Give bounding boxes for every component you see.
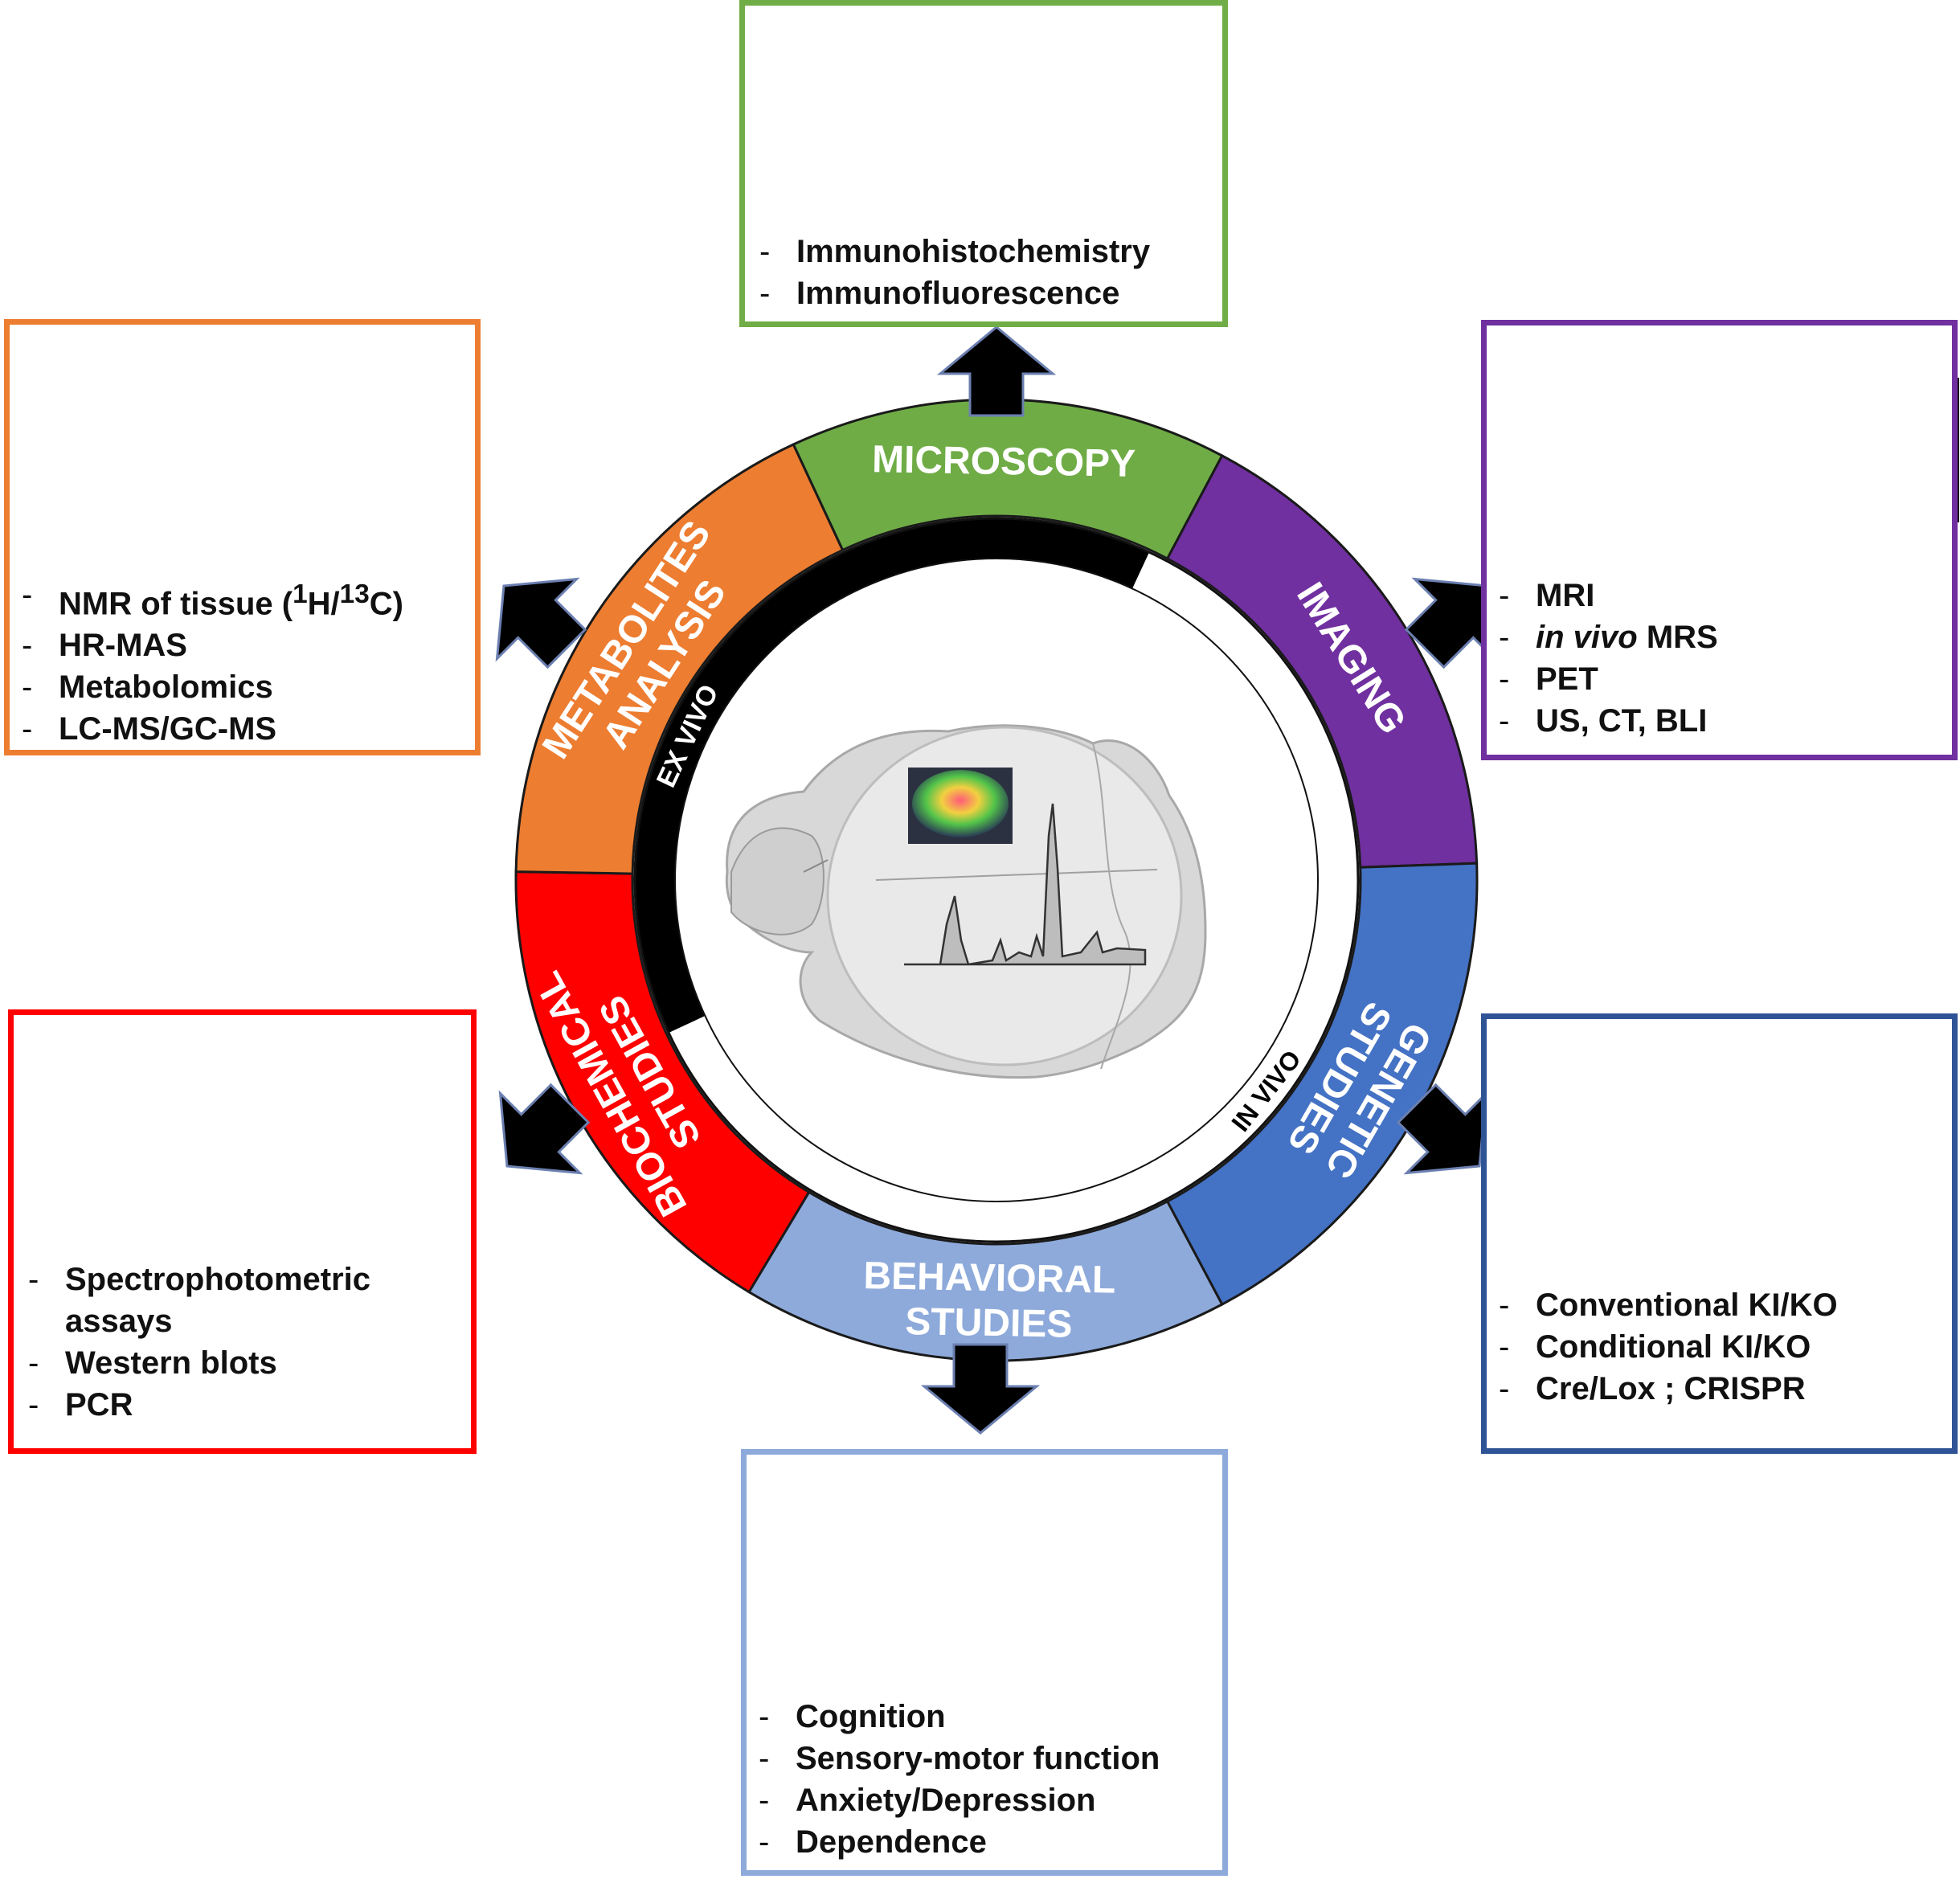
- genetic-item-text: Conditional KI/KO: [1536, 1329, 1811, 1365]
- imaging-item-text: in vivo MRS: [1536, 620, 1718, 655]
- arrow-shape: [920, 1343, 1041, 1435]
- ex-vivo-arc: [635, 518, 1150, 1034]
- microscopy-item-text: Immunofluorescence: [796, 276, 1120, 311]
- imaging-box: -MRI-in vivo MRS-PET-US, CT, BLI: [1481, 320, 1958, 760]
- metabolites-item-text: HR-MAS: [59, 628, 187, 664]
- imaging-item-text: MRI: [1536, 578, 1595, 613]
- behavioral-item: -Anxiety/Depression: [759, 1779, 1160, 1821]
- genetic-item-text: Cre/Lox ; CRISPR: [1536, 1371, 1806, 1406]
- metabolites-item: -HR-MAS: [22, 624, 403, 666]
- microscopy-item: -Immunofluorescence: [759, 272, 1150, 314]
- behavioral-item-text: Sensory-motor function: [796, 1741, 1160, 1776]
- genetic-item: -Conditional KI/KO: [1499, 1326, 1838, 1368]
- bullet-dash: -: [28, 1262, 39, 1297]
- imaging-item: -MRI: [1499, 575, 1718, 616]
- bullet-dash: -: [759, 1824, 770, 1860]
- behavioral-item: -Cognition: [759, 1696, 1160, 1738]
- segment-metabolites: [514, 443, 845, 875]
- bullet-dash: -: [1499, 661, 1510, 697]
- microscopy-box: -Immunohistochemistry-Immunofluorescence: [739, 0, 1228, 327]
- genetic-item: -Conventional KI/KO: [1499, 1284, 1838, 1326]
- mouse-brain-illustration: [725, 724, 1207, 1079]
- genetic-item: -Cre/Lox ; CRISPR: [1499, 1368, 1838, 1410]
- arrow-metabolites: [495, 577, 587, 669]
- microscopy-item-text: Immunohistochemistry: [796, 234, 1151, 269]
- behavioral-item: -Sensory-motor function: [759, 1738, 1160, 1779]
- arrow-biochemical: [498, 1083, 591, 1175]
- behavioral-box: -Cognition-Sensory-motor function-Anxiet…: [741, 1449, 1228, 1876]
- arrow-behavioral: [920, 1343, 1041, 1435]
- biochemical-item-text: Spectrophotometric assays: [65, 1262, 371, 1339]
- imaging-item-text: US, CT, BLI: [1536, 703, 1708, 739]
- metabolites-item-text: LC-MS/GC-MS: [59, 711, 277, 747]
- biochemical-item: -PCR: [28, 1384, 406, 1426]
- segment-label-line: MICROSCOPY: [872, 438, 1136, 485]
- biochemical-item: -Spectrophotometric assays: [28, 1259, 406, 1342]
- bullet-dash: -: [759, 1741, 770, 1776]
- bullet-dash: -: [22, 628, 33, 664]
- bullet-dash: -: [1499, 703, 1510, 739]
- bullet-dash: -: [22, 577, 33, 612]
- ring-outline: [633, 517, 1360, 1243]
- arrow-shape: [936, 325, 1057, 417]
- bullet-dash: -: [22, 669, 33, 706]
- microscopy-item: -Immunohistochemistry: [759, 231, 1150, 272]
- biochemical-item-text: PCR: [65, 1387, 133, 1423]
- imaging-item: -US, CT, BLI: [1499, 700, 1718, 742]
- bullet-dash: -: [22, 711, 33, 747]
- bullet-dash: -: [1499, 578, 1510, 613]
- segment-label-line: BEHAVIORAL: [863, 1255, 1116, 1301]
- behavioral-item-text: Dependence: [796, 1824, 987, 1860]
- bullet-dash: -: [759, 1699, 770, 1734]
- bullet-dash: -: [1499, 1371, 1510, 1406]
- segment-label-line: STUDIES: [905, 1300, 1073, 1346]
- biochemical-item: -Western blots: [28, 1342, 406, 1384]
- behavioral-item-text: Cognition: [796, 1699, 946, 1734]
- biochemical-box: -Spectrophotometric assays-Western blots…: [8, 1009, 477, 1454]
- metabolites-box: -NMR of tissue (1H/13C)-HR-MAS-Metabolom…: [4, 319, 481, 755]
- imaging-item: -in vivo MRS: [1499, 616, 1718, 658]
- metabolites-item: -LC-MS/GC-MS: [22, 708, 403, 750]
- bullet-dash: -: [28, 1387, 39, 1423]
- bullet-dash: -: [1499, 620, 1510, 655]
- metabolites-item: -NMR of tissue (1H/13C): [22, 574, 403, 624]
- genetic-item-text: Conventional KI/KO: [1536, 1287, 1838, 1323]
- arrow-microscopy: [936, 325, 1057, 417]
- bullet-dash: -: [759, 1783, 770, 1818]
- bullet-dash: -: [1499, 1329, 1510, 1365]
- arrow-shape: [495, 577, 587, 669]
- bullet-dash: -: [28, 1345, 39, 1381]
- metabolites-item: -Metabolomics: [22, 666, 403, 708]
- arrow-genetic: [1396, 1083, 1488, 1175]
- biochemical-item-text: Western blots: [65, 1345, 277, 1381]
- metabolites-item-text: NMR of tissue (1H/13C): [59, 579, 403, 622]
- behavioral-item: -Dependence: [759, 1821, 1160, 1863]
- segment-label-microscopy: MICROSCOPY: [872, 438, 1136, 485]
- bullet-dash: -: [759, 234, 771, 269]
- imaging-item: -PET: [1499, 658, 1718, 700]
- imaging-item-text: PET: [1536, 661, 1598, 697]
- mrs-spectrum-icon: [904, 803, 1147, 966]
- behavioral-item-text: Anxiety/Depression: [796, 1783, 1096, 1818]
- arrow-shape: [498, 1083, 591, 1175]
- arrow-shape: [1396, 1083, 1488, 1175]
- metabolites-item-text: Metabolomics: [59, 669, 273, 706]
- genetic-box: -Conventional KI/KO-Conditional KI/KO-Cr…: [1481, 1013, 1958, 1454]
- bullet-dash: -: [759, 276, 771, 311]
- bullet-dash: -: [1499, 1287, 1510, 1323]
- arrows: [495, 325, 1496, 1435]
